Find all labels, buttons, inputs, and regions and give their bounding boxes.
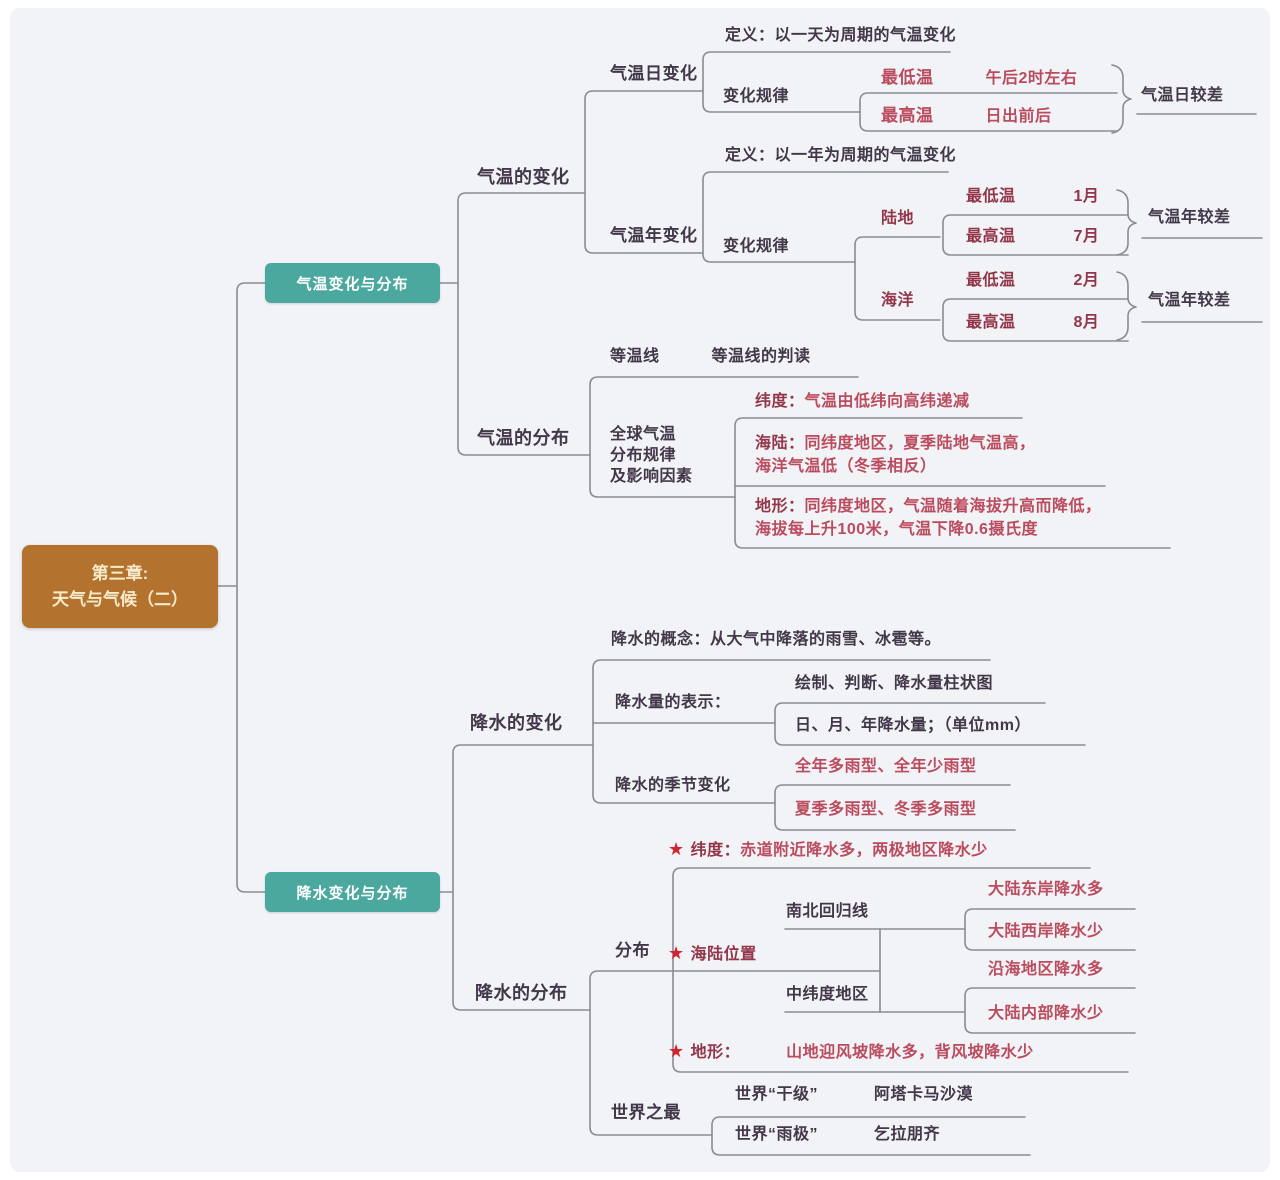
precip-midlat-row1: 沿海地区降水多 [988,961,1104,978]
temp-sea-low-key: 最低温 [966,272,1016,289]
temp-factor-latitude: 纬度：气温由低纬向高纬递减 [755,393,970,411]
precip-terrain-text: 山地迎风坡降水多，背风坡降水少 [786,1044,1034,1061]
label-precip-change: 降水的变化 [470,713,563,733]
precip-tropic-row1: 大陆东岸降水多 [988,881,1104,898]
temp-daily-low-val: 午后2时左右 [985,70,1078,87]
temp-global-label: 全球气温 分布规律 及影响因素 [610,424,693,487]
label-extremes: 世界之最 [611,1103,681,1122]
temp-global-line1: 全球气温 [610,426,677,443]
temp-factor-terrain: 地形：同纬度地区，气温随着海拔升高而降低， [755,498,1102,516]
node-precip-branch-label: 降水变化与分布 [296,884,409,902]
label-temp-change: 气温的变化 [477,167,570,187]
temp-annual-land-label: 陆地 [881,210,915,227]
temp-factor-landsea-prefix: 海陆： [755,435,805,452]
precip-tropic-label: 南北回归线 [786,903,869,920]
label-temp-distribution: 气温的分布 [477,428,570,448]
temp-annual-sea-label: 海洋 [881,292,915,309]
temp-sea-high-key: 最高温 [966,314,1016,331]
temp-factor-terrain-text2: 海拔每上升100米，气温下降0.6摄氏度 [755,521,1038,538]
temp-land-result: 气温年较差 [1148,209,1231,226]
temp-global-line3: 及影响因素 [610,468,693,485]
star-icon: ★ [668,1041,685,1061]
temp-daily-high-val: 日出前后 [985,108,1052,125]
root-title: 第三章: 天气与气候（二） [52,561,188,613]
temp-factor-latitude-text: 气温由低纬向高纬递减 [804,393,970,410]
label-temp-daily: 气温日变化 [610,64,698,83]
temp-factor-landsea: 海陆：同纬度地区，夏季陆地气温高， [755,435,1036,453]
temp-daily-row-low: 最低温 午后2时左右 [881,68,1077,88]
precip-latitude-row: ★ 纬度： 赤道附近降水多，两极地区降水少 [668,840,988,860]
extremes-row-wet: 世界“雨极” 乞拉朋齐 [735,1126,940,1144]
root-node: 第三章: 天气与气候（二） [22,545,218,628]
temp-factor-landsea-text: 同纬度地区，夏季陆地气温高， [804,435,1036,452]
temp-sea-row-low: 最低温 2月 [966,272,1099,290]
extremes-dry-key: 世界“干级” [735,1086,819,1103]
precip-seasonal-label: 降水的季节变化 [615,777,731,794]
precip-seasonal-row1: 全年多雨型、全年少雨型 [795,758,977,775]
mindmap-panel [10,8,1270,1172]
precip-tropic-row2: 大陆西岸降水少 [988,923,1104,940]
temp-daily-low-key: 最低温 [881,68,934,87]
temp-daily-high-key: 最高温 [881,106,934,125]
precip-landsea-row: ★ 海陆位置 [668,944,757,964]
extremes-wet-val: 乞拉朋齐 [874,1126,941,1143]
precip-latitude-text: 赤道附近降水多，两极地区降水少 [740,842,988,859]
temp-daily-row-high: 最高温 日出前后 [881,106,1052,126]
precip-midlat-label: 中纬度地区 [786,986,869,1003]
precip-presentation-row1: 绘制、判断、降水量柱状图 [795,675,994,692]
temp-sea-result: 气温年较差 [1148,292,1231,309]
precip-latitude-prefix: 纬度： [690,842,741,859]
temp-daily-definition: 定义：以一天为周期的气温变化 [725,27,957,44]
node-temp-branch-label: 气温变化与分布 [296,275,409,293]
precip-concept: 降水的概念：从大气中降落的雨雪、冰雹等。 [611,631,942,648]
temp-land-low-key: 最低温 [966,188,1016,205]
root-title-line1: 第三章: [91,563,149,583]
extremes-wet-key: 世界“雨极” [735,1126,819,1143]
temp-land-row-high: 最高温 7月 [966,228,1099,246]
temp-annual-rule-label: 变化规律 [723,238,790,255]
node-temp-branch: 气温变化与分布 [265,263,440,303]
temp-daily-result: 气温日较差 [1141,87,1224,104]
label-precip-distribution: 降水的分布 [475,983,568,1003]
precip-midlat-row2: 大陆内部降水少 [988,1005,1104,1022]
precip-seasonal-row2: 夏季多雨型、冬季多雨型 [795,801,977,818]
root-title-line2: 天气与气候（二） [52,589,188,609]
temp-isotherm-note: 等温线的判读 [711,348,811,365]
precip-presentation-label: 降水量的表示： [615,694,731,711]
temp-isotherm-label: 等温线 [610,348,660,365]
precip-terrain-row: ★ 地形： 山地迎风坡降水多，背风坡降水少 [668,1042,1034,1062]
precip-presentation-row2: 日、月、年降水量；（单位mm） [795,717,1031,734]
star-icon: ★ [668,943,685,963]
temp-land-low-val: 1月 [1073,188,1100,205]
extremes-dry-val: 阿塔卡马沙漠 [874,1086,974,1103]
node-precip-branch: 降水变化与分布 [265,872,440,912]
temp-factor-terrain-text: 同纬度地区，气温随着海拔升高而降低， [804,498,1102,515]
temp-factor-terrain-prefix: 地形： [755,498,805,515]
temp-global-line2: 分布规律 [610,447,677,464]
temp-daily-rule-label: 变化规律 [723,88,790,105]
temp-factor-landsea-text2: 海洋气温低（冬季相反） [755,458,937,475]
star-icon: ★ [668,839,685,859]
temp-sea-low-val: 2月 [1073,272,1100,289]
temp-land-high-val: 7月 [1073,228,1100,245]
precip-landsea-label: 海陆位置 [690,946,757,963]
temp-land-row-low: 最低温 1月 [966,188,1099,206]
temp-land-high-key: 最高温 [966,228,1016,245]
temp-annual-definition: 定义：以一年为周期的气温变化 [725,147,957,164]
temp-factor-latitude-prefix: 纬度： [755,393,805,410]
temp-sea-row-high: 最高温 8月 [966,314,1099,332]
label-temp-annual: 气温年变化 [610,226,698,245]
precip-terrain-prefix: 地形： [690,1044,741,1061]
label-dist: 分布 [615,941,650,960]
temp-isotherm-row: 等温线 等温线的判读 [610,348,811,366]
temp-sea-high-val: 8月 [1073,314,1100,331]
extremes-row-dry: 世界“干级” 阿塔卡马沙漠 [735,1086,973,1104]
